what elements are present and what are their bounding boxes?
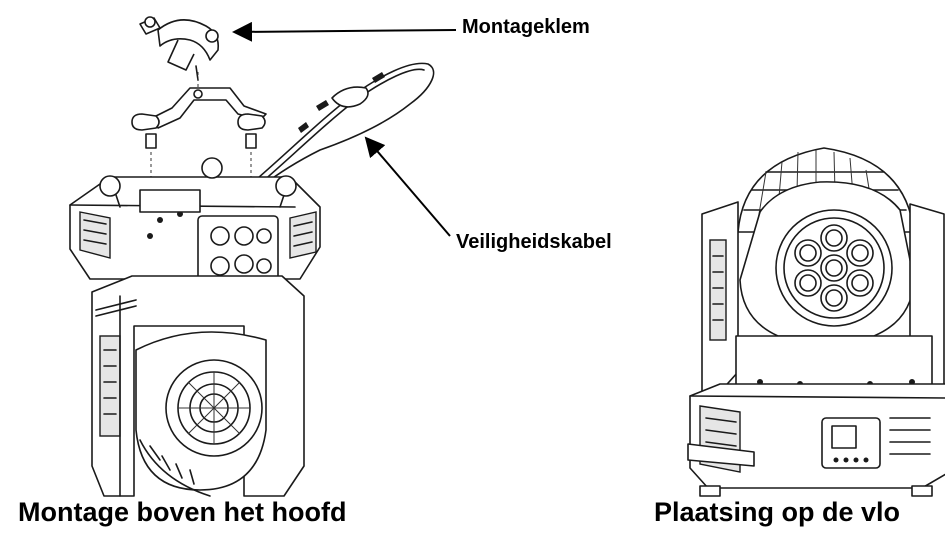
overhead-caption: Montage boven het hoofd [18, 497, 347, 527]
floor-caption: Plaatsing op de vlo [654, 497, 901, 527]
cable-arrow [364, 136, 451, 237]
clamp-arrow [232, 21, 457, 42]
clamp-icon [139, 16, 220, 81]
clamp-callout-label: Montageklem [462, 16, 590, 38]
moving-head-floor-icon [687, 147, 945, 497]
moving-head-overhead-icon [69, 157, 321, 497]
omega-bracket-icon [131, 87, 267, 149]
safety-cable-icon [243, 62, 435, 195]
safety-cable-callout-label: Veiligheidskabel [456, 231, 612, 253]
